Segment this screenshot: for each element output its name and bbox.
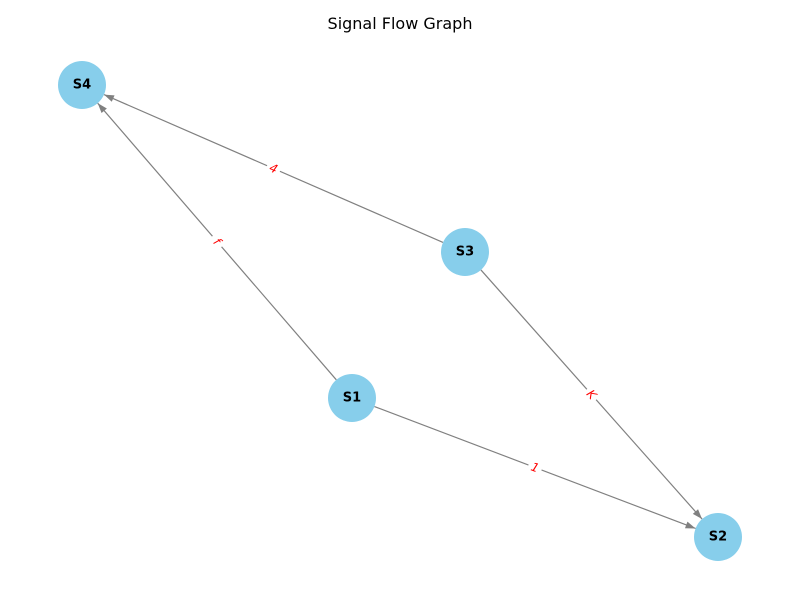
graph-title: Signal Flow Graph [328, 14, 473, 33]
edge-label-group: 4 [263, 158, 284, 179]
node-circle [58, 61, 106, 109]
node-s3: S3 [441, 228, 489, 276]
node-circle [694, 513, 742, 561]
node-circle [441, 228, 489, 276]
node-circle [328, 374, 376, 422]
node-s2: S2 [694, 513, 742, 561]
edge-label-background [206, 230, 228, 253]
node-label: S1 [343, 391, 361, 406]
edge-label-group: K [580, 383, 603, 406]
edge-label-background [580, 383, 603, 406]
edge-arrowhead-s4 [103, 94, 115, 102]
edge-arrowhead-s2 [684, 521, 696, 529]
edge-label-group: f [206, 230, 228, 253]
edge-label-background [263, 158, 284, 179]
node-s4: S4 [58, 61, 106, 109]
edge-label-background [525, 457, 545, 478]
node-label: S3 [456, 245, 474, 260]
node-label: S2 [709, 530, 727, 545]
edge-arrowhead-s4 [97, 103, 107, 114]
edges-layer: 1 Kf 4 [97, 94, 703, 530]
edge-label-group: 1 [525, 457, 545, 478]
edge-arrowhead-s2 [692, 509, 703, 520]
node-s1: S1 [328, 374, 376, 422]
node-label: S4 [73, 78, 91, 93]
